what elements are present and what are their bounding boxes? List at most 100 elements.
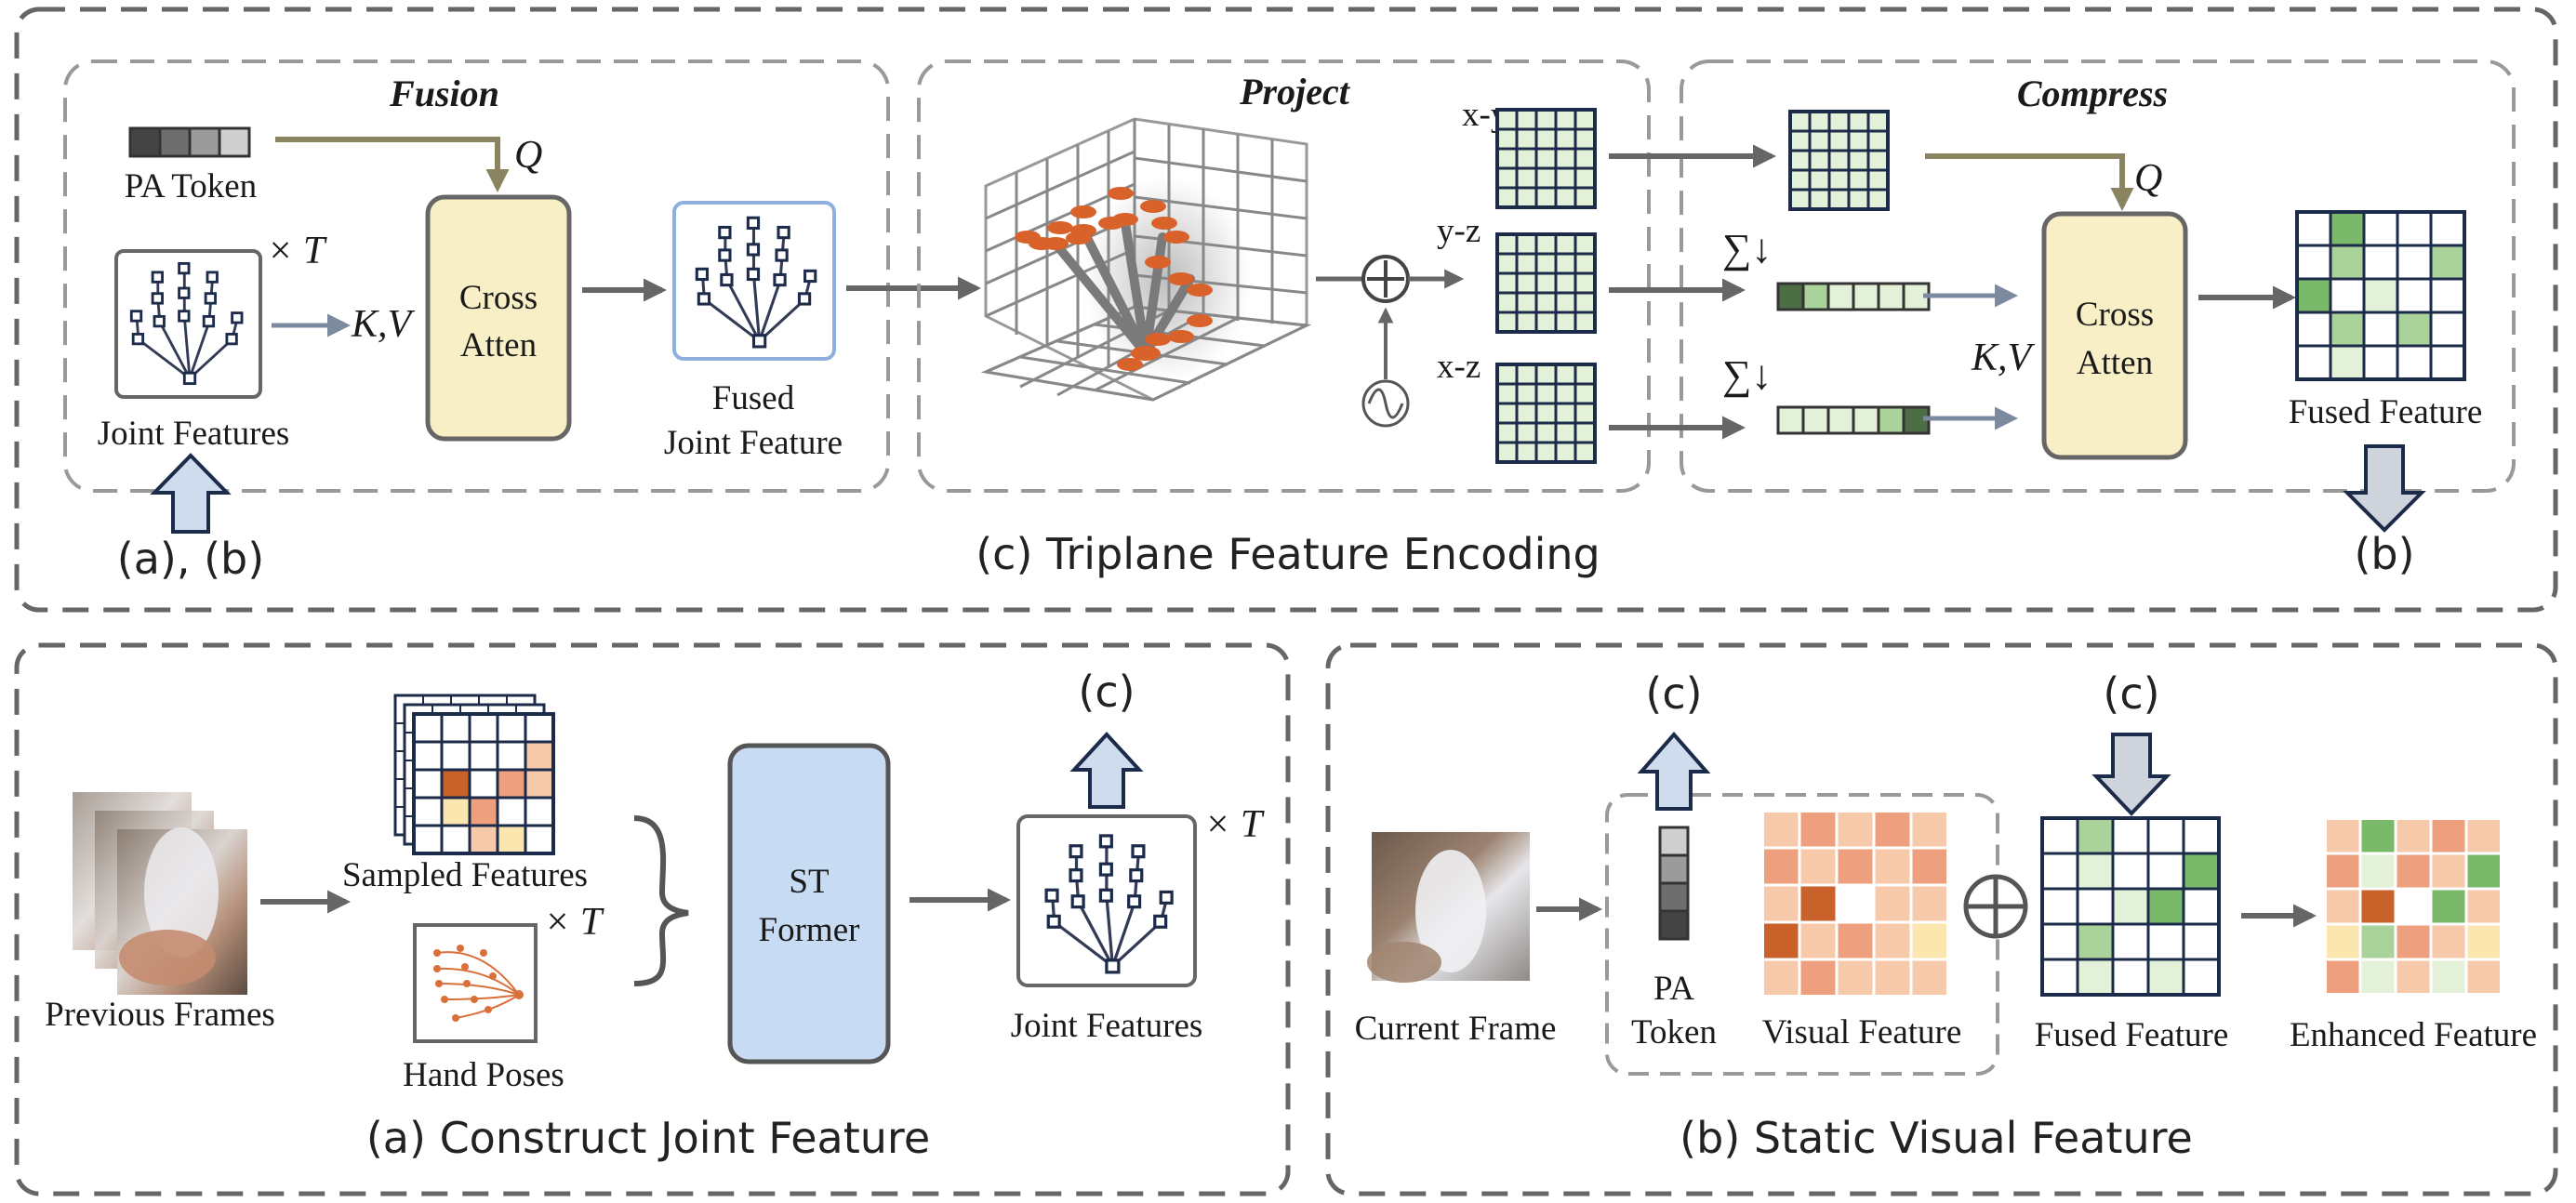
grid-cell (2323, 816, 2362, 855)
fusion-box (63, 59, 890, 493)
grid-cell (440, 796, 471, 827)
grid-cell (2323, 852, 2362, 891)
plane-yz-label: y-z (1437, 212, 1481, 250)
token-cell (1801, 282, 1830, 311)
grid-cell (2295, 210, 2332, 247)
token-cell (1826, 405, 1855, 435)
grid-cell (468, 740, 499, 772)
input-label-ab: (a), (b) (117, 534, 264, 584)
grid-cell (1872, 920, 1913, 961)
plane-xz-label: x-z (1437, 348, 1481, 386)
grid-cell (2464, 958, 2503, 997)
grid-cell (2358, 958, 2397, 997)
grid-cell (1909, 920, 1950, 961)
grid-cell (1847, 168, 1870, 192)
grid-cell (1760, 958, 1801, 998)
token-cell (1852, 405, 1880, 435)
grid-cell (2111, 887, 2150, 926)
grid-cell (524, 768, 555, 800)
grid-cell (1909, 958, 1950, 998)
grid-cell (1808, 110, 1831, 133)
grid-cell (2396, 210, 2433, 247)
grid-cell (1798, 846, 1839, 887)
grid-cell (2076, 816, 2115, 855)
grid-cell (2076, 887, 2115, 926)
grid-cell (1554, 311, 1577, 334)
grid-cell (2329, 210, 2366, 247)
grid-cell (1515, 311, 1538, 334)
grid-cell (440, 712, 471, 744)
grid-cell (468, 796, 499, 827)
grid-cell (1760, 883, 1801, 924)
grid-cell (1835, 883, 1876, 924)
grid-cell (1554, 271, 1577, 295)
grid-cell (2076, 852, 2115, 891)
grid-cell (2464, 816, 2503, 855)
grid-cell (2429, 852, 2468, 891)
sum-2-label: ∑↓ (1722, 352, 1772, 398)
st-former-text-2: Former (759, 911, 860, 949)
grid-cell (2358, 887, 2397, 926)
grid-cell (2362, 311, 2399, 348)
grid-cell (1534, 311, 1558, 334)
token-cell (1852, 282, 1880, 311)
grid-cell (2182, 816, 2221, 855)
grid-cell (1534, 232, 1558, 256)
grid-cell (1495, 363, 1519, 386)
grid-border (1495, 363, 1597, 464)
visual-feature-label: Visual Feature (1762, 1013, 1962, 1051)
grid-cell (1515, 147, 1538, 170)
grid-cell (2111, 922, 2150, 961)
project-box (917, 59, 1651, 493)
grid-cell (2146, 922, 2185, 961)
grid-cell (1808, 168, 1831, 192)
grid-cell (496, 740, 527, 772)
grid-cell (1866, 129, 1890, 152)
grid-cell (1534, 271, 1558, 295)
construct-caption: (a) Construct Joint Feature (366, 1113, 930, 1163)
grid-border (412, 712, 555, 855)
construct-out-block-arrow (1069, 732, 1144, 809)
grid-cell (2323, 887, 2362, 926)
grid-cell (1872, 883, 1913, 924)
static-caption: (b) Static Visual Feature (1680, 1113, 2193, 1163)
grid-cell (2396, 344, 2433, 381)
grid-cell (1573, 291, 1597, 314)
grid-cell (1495, 232, 1519, 256)
triplane-encoding-panel: Fusion PA Token Q × T Joint Features K,V… (14, 7, 2558, 613)
grid-cell (1554, 232, 1577, 256)
fused-joint-label-1: Fused (712, 379, 795, 417)
pa-token-col-label-2: Token (1631, 1013, 1717, 1051)
grid-cell (1554, 147, 1577, 170)
pa-out-block-arrow (1637, 731, 1711, 811)
grid-cell (2429, 311, 2466, 348)
grid-cell (2182, 887, 2221, 926)
kv-label: K,V (351, 303, 416, 346)
grid-cell (2182, 958, 2221, 997)
cross-atten-text-1: Cross (459, 279, 538, 317)
grid-cell (1573, 108, 1597, 131)
grid-cell (1760, 846, 1801, 887)
grid-cell (1573, 147, 1597, 170)
grid-cell (524, 796, 555, 827)
grid-cell (2295, 277, 2332, 314)
grid-cell (1554, 421, 1577, 444)
grid-cell (2295, 344, 2332, 381)
grid-cell (1808, 188, 1831, 211)
grid-border (1495, 108, 1597, 209)
grid-cell (1495, 311, 1519, 334)
grid-cell (1798, 920, 1839, 961)
grid-cell (1495, 441, 1519, 464)
grid-cell (2362, 210, 2399, 247)
compress-query-arrow (1925, 153, 2134, 212)
grid-cell (1798, 958, 1839, 998)
grid-cell (2040, 922, 2079, 961)
grid-cell (1554, 127, 1577, 151)
compressed-xz-token (1776, 405, 1931, 435)
grid-cell (2329, 311, 2366, 348)
grid-cell (2323, 922, 2362, 961)
grid-cell (2464, 922, 2503, 961)
grid-cell (2429, 244, 2466, 281)
grid-cell (2464, 852, 2503, 891)
grid-cell (2111, 958, 2150, 997)
